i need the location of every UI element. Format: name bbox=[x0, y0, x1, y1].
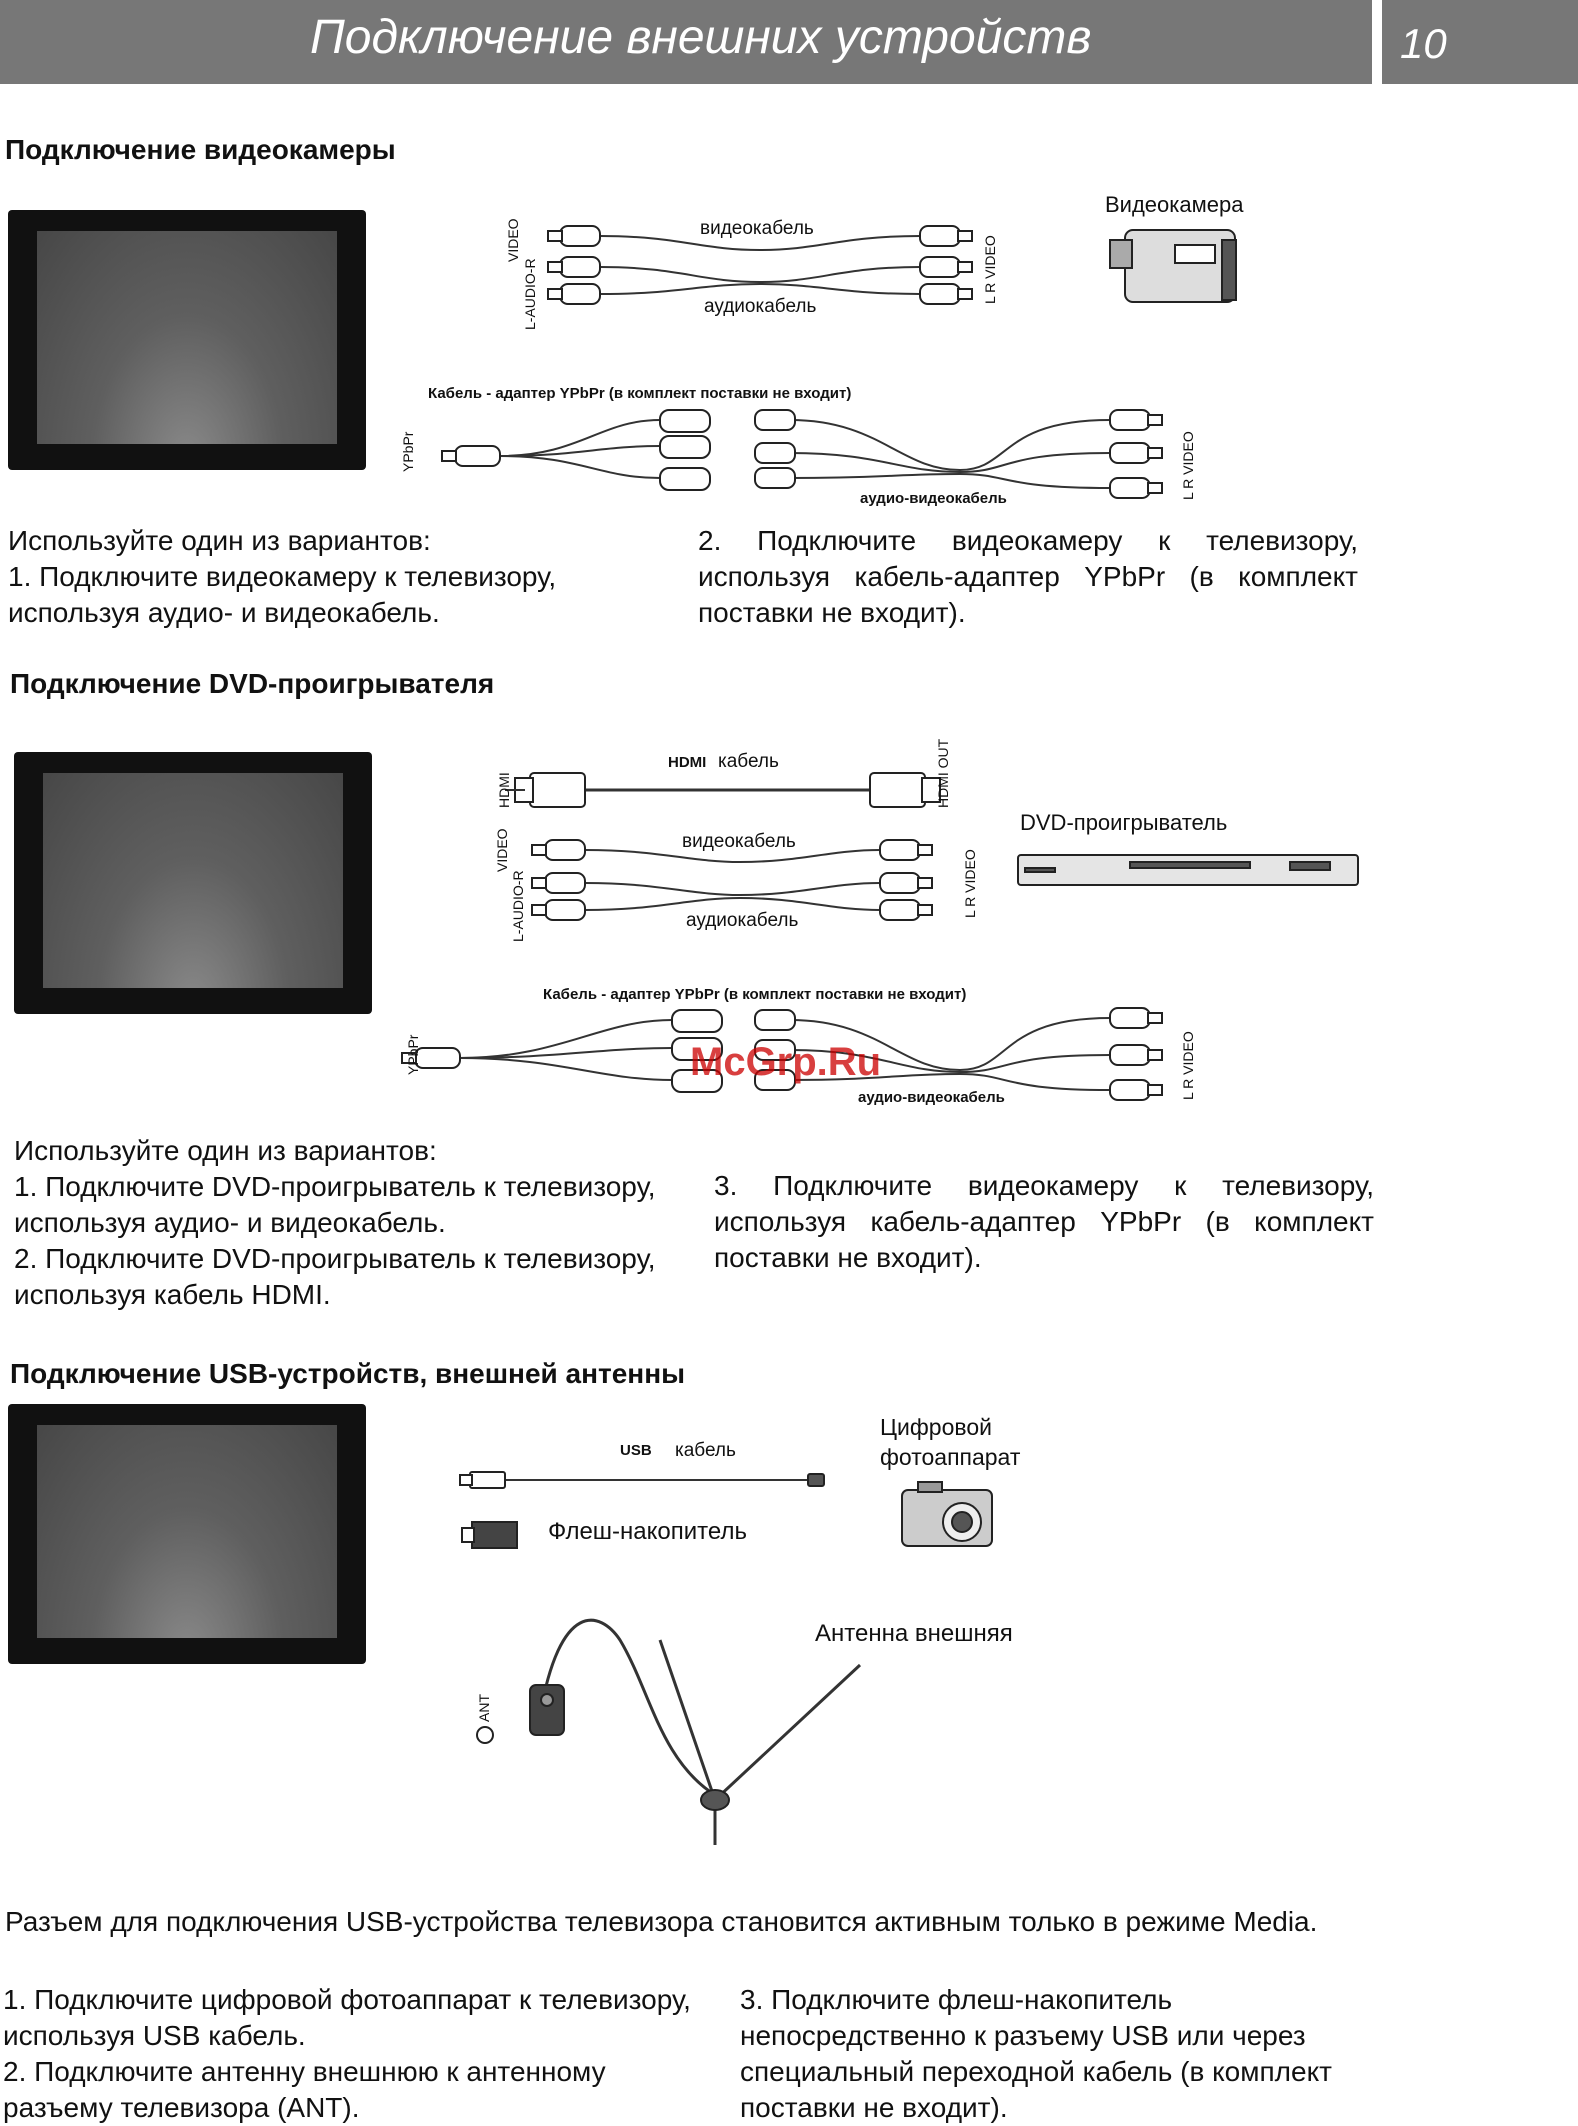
dvd-heading: Подключение DVD-проигрывателя bbox=[10, 668, 495, 699]
usb-note: Разъем для подключения USB-устройства те… bbox=[5, 1906, 1318, 1937]
usb-heading: Подключение USB-устройств, внешней антен… bbox=[10, 1358, 686, 1389]
video-cable-label: видеокабель bbox=[700, 218, 814, 239]
adapter-caption: Кабель - адаптер YPbPr (в комплект поста… bbox=[543, 986, 967, 1003]
camcorder-text-right: 2. Подключите видеокамеру к телевизору, … bbox=[698, 525, 1358, 628]
audio-cable-label: аудиокабель bbox=[686, 910, 799, 931]
antenna-label: Антенна внешняя bbox=[815, 1620, 1013, 1647]
camcorder-label: Видеокамера bbox=[1105, 192, 1244, 217]
header-page-box: 10 bbox=[1382, 0, 1578, 84]
usb-text-right: 3. Подключите флеш-накопитель непосредст… bbox=[740, 1984, 1332, 2123]
audio-cable-label: аудиокабель bbox=[704, 296, 817, 317]
watermark: McGrp.Ru bbox=[690, 1040, 882, 1084]
camera-icon bbox=[901, 1481, 993, 1547]
av-cable-label: аудио-видеокабель bbox=[858, 1089, 1005, 1106]
page-number: 10 bbox=[1400, 20, 1447, 67]
flash-drive-label: Флеш-накопитель bbox=[548, 1518, 747, 1545]
camcorder-heading: Подключение видеокамеры bbox=[5, 134, 396, 165]
page-title: Подключение внешних устройств bbox=[310, 11, 1092, 64]
video-cable-label: видеокабель bbox=[682, 831, 796, 852]
camcorder-icon bbox=[1109, 229, 1237, 303]
ant-port-label: ANT bbox=[476, 1694, 492, 1722]
camera-label-1: Цифровой bbox=[880, 1414, 992, 1440]
header-title-bar: Подключение внешних устройств bbox=[0, 0, 1372, 84]
usb-cable-label: кабель bbox=[675, 1440, 736, 1461]
usb-text-left: 1. Подключите цифровой фотоаппарат к тел… bbox=[3, 1984, 691, 2123]
dvd-player-icon bbox=[1017, 854, 1359, 886]
flash-drive-icon bbox=[461, 1521, 518, 1549]
hdmi-cable-label: кабель bbox=[718, 751, 779, 772]
dvd-player-label: DVD-проигрыватель bbox=[1020, 810, 1228, 835]
camera-label-2: фотоаппарат bbox=[880, 1444, 1021, 1470]
dvd-text-left: Используйте один из вариантов: 1. Подклю… bbox=[14, 1135, 656, 1310]
tv-illustration bbox=[8, 1404, 366, 1664]
usb-label: USB bbox=[620, 1442, 652, 1459]
av-cable-label: аудио-видеокабель bbox=[860, 490, 1007, 507]
camcorder-text-left: Используйте один из вариантов: 1. Подклю… bbox=[8, 525, 557, 628]
tv-illustration bbox=[14, 752, 372, 1014]
antenna-icon bbox=[538, 1618, 862, 1845]
hdmi-label: HDMI bbox=[668, 754, 707, 771]
dvd-text-right: 3. Подключите видеокамеру к телевизору, … bbox=[714, 1170, 1374, 1273]
tv-illustration bbox=[8, 210, 366, 470]
adapter-caption: Кабель - адаптер YPbPr (в комплект поста… bbox=[428, 385, 852, 402]
